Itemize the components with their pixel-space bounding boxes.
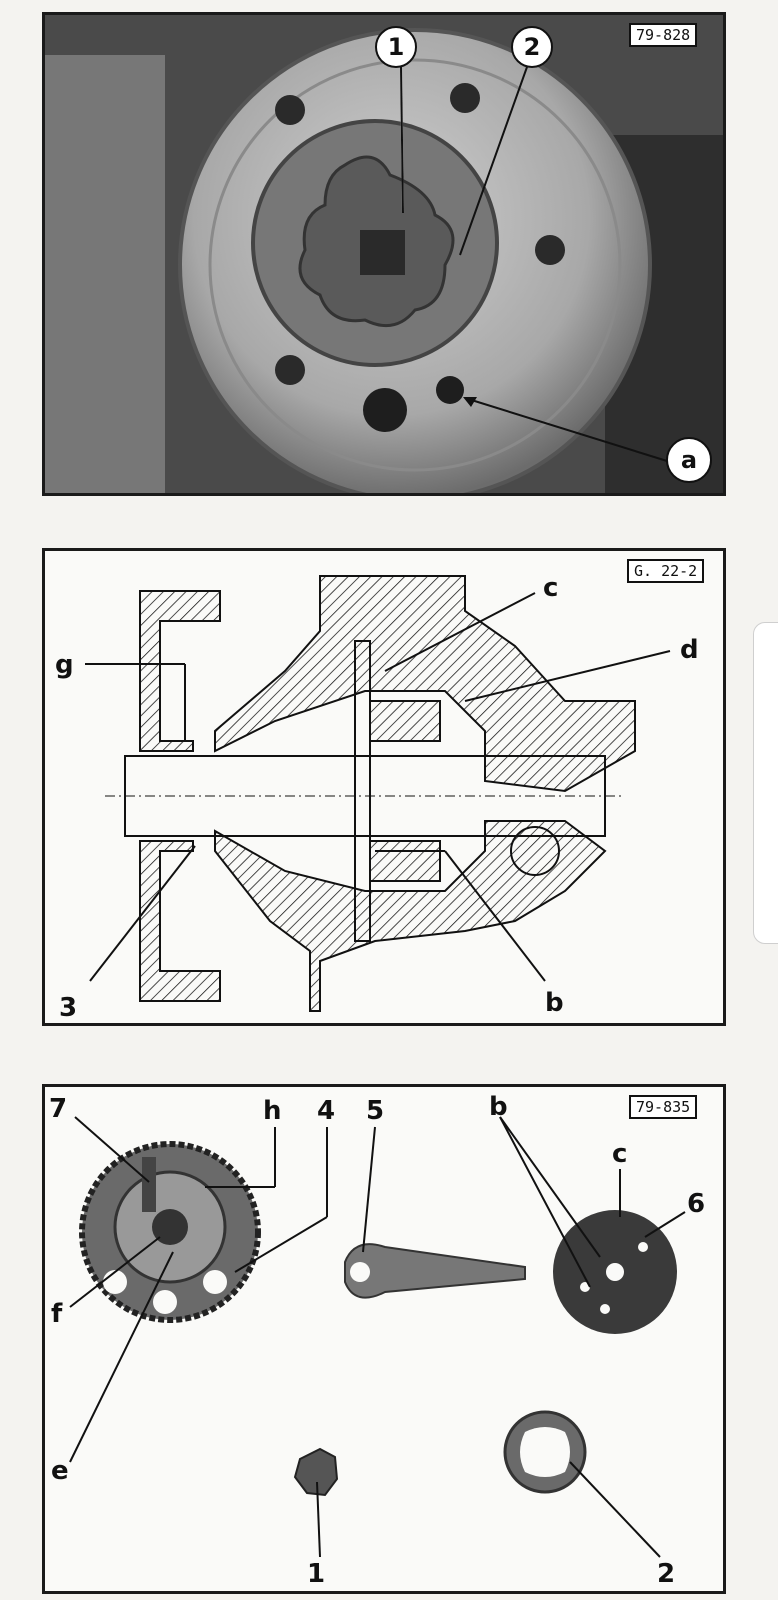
rotor-section-lower: [369, 840, 441, 882]
side-panel-handle[interactable]: [753, 622, 778, 944]
photo-panel-oil-pump: 1 2 a 79-828: [42, 12, 726, 496]
label-h: h: [263, 1096, 282, 1126]
label-6: 6: [687, 1189, 705, 1219]
label-2: 2: [524, 33, 541, 61]
parts-photo-panel: 7 h 4 5 b c 6 f e 1 2 79-835: [42, 1084, 726, 1594]
bolt-hole: [450, 83, 480, 113]
cross-section-drawing: g c d 3 b: [55, 573, 699, 1023]
inner-rotor-part: [293, 1447, 339, 1497]
figure-code-tag: 79-828: [629, 23, 698, 47]
wrench-tool: [344, 1243, 526, 1299]
label-b: b: [545, 988, 564, 1018]
pulley-section: [139, 590, 221, 752]
label-a: a: [681, 446, 697, 474]
label-g: g: [55, 650, 74, 680]
pump-photo-illustration: 1 2 a: [45, 15, 723, 493]
label-3: 3: [59, 993, 77, 1023]
label-c: c: [543, 573, 558, 603]
housing-section-bottom: [214, 820, 607, 1012]
label-7: 7: [49, 1094, 67, 1124]
bolt-hole: [436, 376, 464, 404]
housing-section-top: [214, 575, 636, 793]
label-1: 1: [307, 1559, 325, 1589]
figure-code-tag: 79-835: [629, 1095, 698, 1119]
bolt-hole: [363, 388, 407, 432]
label-2: 2: [657, 1559, 675, 1589]
bolt-hole: [275, 355, 305, 385]
bolt-hole: [535, 235, 565, 265]
parts-illustration: 7 h 4 5 b c 6 f e 1 2: [49, 1092, 705, 1589]
label-b: b: [489, 1092, 508, 1122]
rotor-section: [369, 700, 441, 742]
label-1: 1: [388, 33, 405, 61]
cross-section-panel: g c d 3 b G. 22-2: [42, 548, 726, 1026]
shaft-stub: [142, 1157, 156, 1212]
label-c: c: [612, 1139, 627, 1169]
label-f: f: [51, 1299, 63, 1329]
label-5: 5: [366, 1096, 384, 1126]
label-d: d: [680, 635, 699, 665]
label-4: 4: [317, 1096, 335, 1126]
label-e: e: [51, 1456, 69, 1486]
pulley-section-lower: [139, 840, 221, 1002]
bolt-hole: [275, 95, 305, 125]
figure-code-tag: G. 22-2: [627, 559, 705, 583]
